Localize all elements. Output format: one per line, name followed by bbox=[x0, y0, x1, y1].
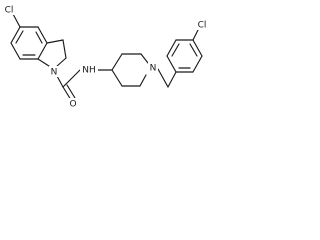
bond-bz-2 bbox=[192, 55, 203, 73]
bond-bz-3 bbox=[192, 39, 203, 57]
bond-pip-4 bbox=[139, 74, 147, 87]
bond-pip-1 bbox=[111, 53, 123, 71]
atom-label-o-carbonyl: O bbox=[69, 100, 76, 110]
atom-label-n-piperidine: N bbox=[150, 64, 157, 74]
indoline-five-ring bbox=[37, 39, 67, 69]
bond-ring-double-1 bbox=[15, 30, 24, 44]
piperidine-ring bbox=[97, 53, 149, 87]
bond-c3-c2 bbox=[62, 39, 67, 59]
bond-ch2-ring bbox=[167, 71, 177, 88]
bond-c2-n bbox=[55, 57, 67, 68]
bond-bz-double-3 bbox=[171, 43, 180, 57]
bond-bz-double-2 bbox=[189, 43, 198, 57]
atom-label-cl-left: Cl bbox=[5, 6, 14, 16]
chlorobenzyl-group bbox=[157, 27, 203, 88]
bond-cl-c5 bbox=[12, 13, 21, 28]
bond-pip-3 bbox=[140, 53, 149, 64]
bond-n-ch2 bbox=[157, 68, 169, 88]
atom-label-cl-right: Cl bbox=[198, 21, 207, 31]
bond-ring-1 bbox=[10, 26, 21, 44]
bond-n-carbonyl-c bbox=[56, 75, 64, 88]
bond-ring-double-3 bbox=[35, 31, 43, 44]
bond-ring-5 bbox=[37, 26, 48, 44]
bond-carbonyl-o-2 bbox=[66, 84, 76, 99]
atom-label-n-indoline: N bbox=[51, 68, 58, 78]
bond-carbonyl-nh bbox=[62, 69, 81, 88]
bond-bz-6 bbox=[166, 55, 177, 73]
bond-ring-4 bbox=[37, 42, 48, 60]
chemical-structure-diagram: Cl N NH O N Cl bbox=[2, 4, 209, 110]
bond-carbonyl-o-1 bbox=[62, 86, 72, 101]
atom-label-nh-amide: NH bbox=[82, 66, 96, 76]
carboxamide-linker bbox=[56, 69, 81, 101]
bond-ring-2 bbox=[10, 42, 21, 60]
bond-c3a-c3 bbox=[46, 39, 64, 44]
bond-pip-6 bbox=[111, 69, 123, 87]
bond-bz-5 bbox=[166, 39, 177, 57]
indoline-benzene-ring bbox=[10, 13, 48, 60]
